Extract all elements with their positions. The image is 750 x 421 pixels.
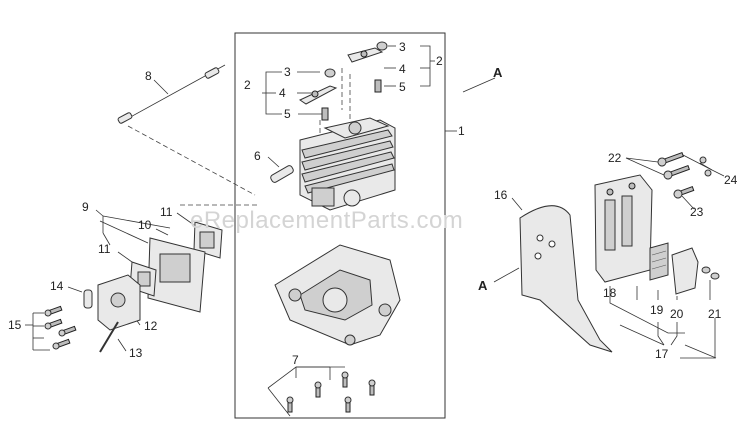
- muffler: [594, 174, 653, 283]
- callout-15: 15: [8, 318, 22, 332]
- callout-5-right: 5: [399, 80, 406, 94]
- rocker-arm-left: [298, 85, 338, 105]
- rocker-nut-right: [376, 41, 388, 51]
- crankcase: [274, 244, 401, 346]
- callout-11-top: 11: [160, 205, 173, 219]
- adapter-screws: [44, 305, 77, 350]
- rocker-nut-left: [324, 68, 336, 78]
- rocker-spring-left: [321, 107, 329, 121]
- callout-12: 12: [144, 319, 158, 333]
- callout-4-left: 4: [279, 86, 286, 100]
- cylinder: [299, 117, 396, 211]
- choke-rod: [99, 321, 119, 353]
- insulator: [147, 237, 206, 313]
- fuel-line-hose: [117, 64, 226, 124]
- muffler-bolt-lower: [673, 186, 695, 199]
- callout-9: 9: [82, 200, 89, 214]
- reference-a-bottom: A: [478, 278, 488, 293]
- watermark: eReplacementParts.com: [190, 207, 463, 234]
- rocker-spring-right: [374, 79, 382, 93]
- reference-a-top: A: [493, 65, 503, 80]
- callout-10: 10: [138, 218, 152, 232]
- callout-20: 20: [670, 307, 684, 321]
- muffler-bolts-upper: [657, 151, 712, 180]
- leader-lines: [25, 45, 725, 417]
- callout-24: 24: [724, 173, 738, 187]
- muffler-cover: [671, 247, 699, 295]
- alignment-dashes: [127, 68, 351, 206]
- callout-13: 13: [129, 346, 143, 360]
- callout-3-right: 3: [399, 40, 406, 54]
- callout-22: 22: [608, 151, 622, 165]
- callout-4-right: 4: [399, 62, 406, 76]
- rocker-arm-right: [347, 47, 384, 63]
- callout-19: 19: [650, 303, 664, 317]
- callout-3-left: 3: [284, 65, 291, 79]
- muffler-nuts: [701, 266, 720, 280]
- callout-2-right: 2: [436, 54, 443, 68]
- callout-23: 23: [690, 205, 704, 219]
- callout-5-left: 5: [284, 107, 291, 121]
- heat-shield: [519, 205, 613, 353]
- callout-7: 7: [292, 353, 299, 367]
- guide-pin: [270, 165, 294, 183]
- gasket-top: [193, 221, 223, 259]
- callout-21: 21: [708, 307, 722, 321]
- callout-18: 18: [603, 286, 617, 300]
- callout-8: 8: [145, 69, 152, 83]
- callout-17: 17: [655, 347, 669, 361]
- callout-16: 16: [494, 188, 508, 202]
- crankcase-screws: [286, 371, 376, 413]
- callout-6: 6: [254, 149, 261, 163]
- carburetor-adapter: [97, 274, 141, 331]
- adapter-pin: [83, 289, 93, 309]
- callout-2-left: 2: [244, 78, 251, 92]
- callout-14: 14: [50, 279, 64, 293]
- spark-screen: [649, 242, 669, 281]
- cylinder-assembly-frame: [234, 32, 446, 419]
- callout-1: 1: [458, 124, 465, 138]
- callout-labels: 1 2 2 3 3 4 4 5 5 6 7 8 9 10 11 11 12 13…: [8, 40, 738, 367]
- callout-11-bottom: 11: [98, 242, 111, 256]
